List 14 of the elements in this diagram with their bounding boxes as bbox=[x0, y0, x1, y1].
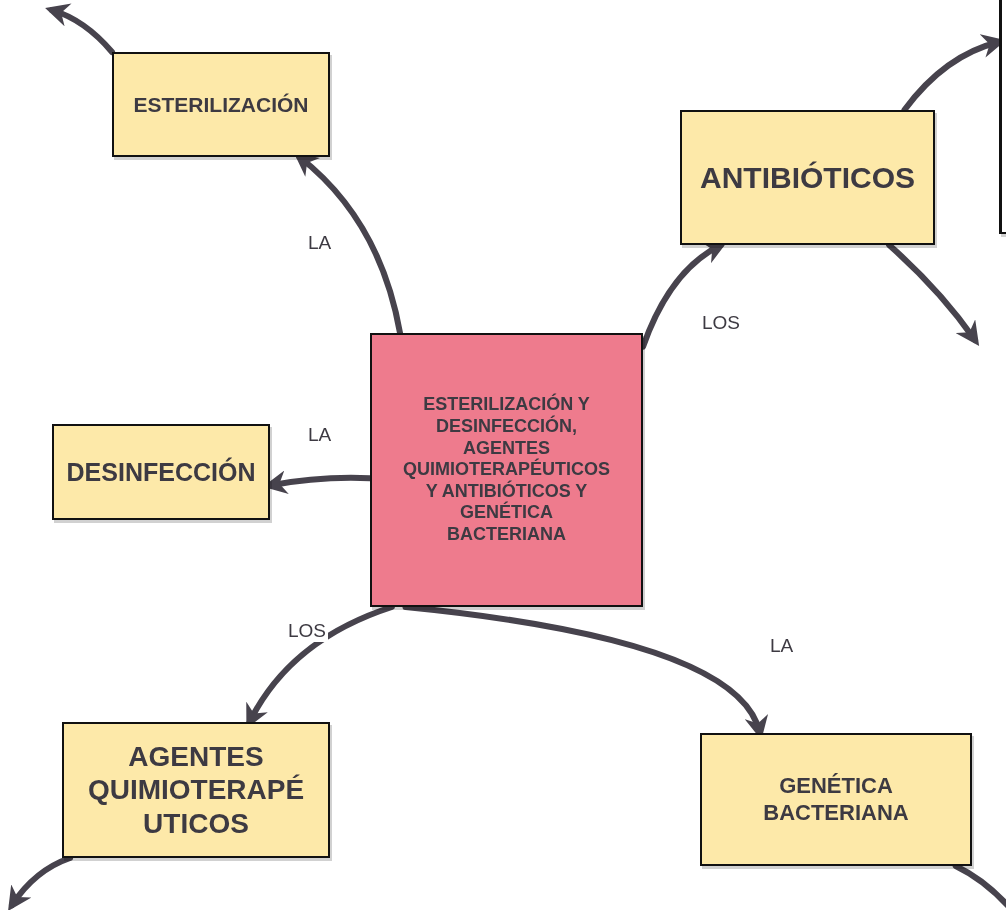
concept-box bbox=[62, 722, 330, 858]
concept-box bbox=[700, 733, 972, 866]
concept-text: ESTERILIZACIÓN Y DESINFECCIÓN, AGENTES QUIMIOTERAPÉUTICOS Y ANTIBIÓTICOS Y GENÉTICA BACTERIANA bbox=[402, 394, 611, 546]
concept-box bbox=[112, 52, 330, 157]
arrow bbox=[7, 855, 74, 910]
concept-text: ANTIBIÓTICOS bbox=[700, 159, 915, 196]
concept-text: ESTERILIZACIÓN bbox=[133, 91, 309, 118]
concept-box bbox=[680, 110, 935, 245]
concept-box bbox=[370, 333, 643, 607]
concept-text: DESINFECCIÓN bbox=[66, 457, 256, 487]
concept-box bbox=[52, 424, 270, 520]
arrow bbox=[45, 3, 115, 55]
concept-text: GENÉTICA BACTERIANA bbox=[762, 773, 910, 826]
concept-text: AGENTES QUIMIOTERAPÉ UTICOS bbox=[86, 739, 306, 841]
